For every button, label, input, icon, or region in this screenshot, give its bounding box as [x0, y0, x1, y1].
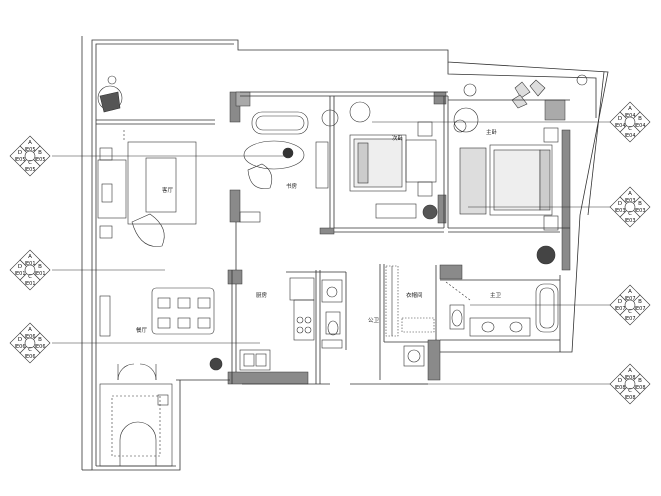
- marker-letter: D: [18, 264, 22, 270]
- marker-letter: A: [28, 327, 32, 333]
- exterior-walls: [81, 36, 609, 471]
- marker-code: IE05: [25, 147, 36, 153]
- public-bath-fixtures: [321, 279, 343, 349]
- marker-code: IE04: [625, 113, 636, 119]
- marker-code: IE08: [625, 375, 636, 381]
- marker-code: IE07: [635, 306, 646, 312]
- marker-center: [24, 264, 36, 276]
- marker-code: IE03: [635, 208, 646, 214]
- entry-stair: [99, 363, 173, 467]
- kitchen-fixtures: [239, 277, 315, 371]
- room-label-master-bedroom: 主卧: [486, 128, 498, 136]
- balcony-chairs: [97, 74, 588, 113]
- room-label-living: 客厅: [162, 186, 174, 194]
- marker-letter: B: [638, 201, 642, 207]
- marker-letter: B: [38, 264, 42, 270]
- marker-code: IE04: [635, 123, 646, 129]
- leader-lines: [52, 121, 610, 385]
- marker-letter: C: [628, 309, 632, 315]
- marker-letter: D: [18, 337, 22, 343]
- living-room-furniture: [97, 130, 197, 247]
- marker-code: IE07: [625, 316, 636, 322]
- marker-code: IE01: [35, 271, 46, 277]
- marker-code: IE01: [25, 261, 36, 267]
- marker-code: IE05: [15, 157, 26, 163]
- marker-letter: B: [38, 150, 42, 156]
- marker-code: IE07: [615, 306, 626, 312]
- marker-letter: C: [628, 388, 632, 394]
- marker-center: [624, 378, 636, 390]
- marker-code: IE06: [15, 344, 26, 350]
- marker-code: IE04: [625, 133, 636, 139]
- marker-letter: A: [628, 191, 632, 197]
- room-labels: 客厅 书房 次卧 主卧 厨房 餐厅 衣帽间 主卫 公卫: [136, 128, 502, 334]
- marker-center: [624, 299, 636, 311]
- marker-letter: A: [28, 254, 32, 260]
- room-label-kitchen: 厨房: [256, 291, 268, 299]
- marker-letter: C: [628, 126, 632, 132]
- marker-code: IE06: [35, 344, 46, 350]
- dining-furniture: [99, 287, 223, 371]
- marker-letter: D: [618, 299, 622, 305]
- reading-room-furniture: [239, 109, 339, 223]
- interior-walls: [96, 91, 570, 385]
- room-label-cloakroom: 衣帽间: [406, 291, 423, 299]
- marker-letter: D: [618, 201, 622, 207]
- room-label-master-bath: 主卫: [490, 291, 502, 299]
- structural-walls: [227, 91, 571, 385]
- marker-code: IE05: [35, 157, 46, 163]
- marker-code: IE08: [615, 385, 626, 391]
- marker-letter: B: [638, 378, 642, 384]
- marker-letter: A: [628, 106, 632, 112]
- marker-letter: B: [638, 116, 642, 122]
- marker-letter: A: [628, 368, 632, 374]
- marker-code: IE01: [15, 271, 26, 277]
- cloakroom-fixtures: [385, 265, 435, 367]
- marker-letter: C: [28, 160, 32, 166]
- marker-letter: A: [628, 289, 632, 295]
- marker-center: [624, 116, 636, 128]
- room-label-dining: 餐厅: [136, 326, 148, 334]
- marker-code: IE08: [635, 385, 646, 391]
- marker-code: IE08: [625, 395, 636, 401]
- marker-letter: C: [628, 211, 632, 217]
- marker-code: IE06: [25, 354, 36, 360]
- room-label-reading: 书房: [286, 182, 298, 190]
- marker-letter: C: [28, 347, 32, 353]
- marker-code: IE03: [615, 208, 626, 214]
- marker-letter: D: [618, 378, 622, 384]
- marker-letter: D: [618, 116, 622, 122]
- marker-center: [24, 150, 36, 162]
- master-bath-fixtures: [445, 281, 559, 337]
- marker-code: IE03: [625, 198, 636, 204]
- marker-letter: D: [18, 150, 22, 156]
- marker-code: IE03: [625, 218, 636, 224]
- marker-code: IE04: [615, 123, 626, 129]
- marker-center: [24, 337, 36, 349]
- marker-letter: B: [38, 337, 42, 343]
- marker-letter: C: [28, 274, 32, 280]
- room-label-public-bath: 公卫: [368, 317, 380, 324]
- room-label-second-bedroom: 次卧: [392, 134, 404, 142]
- master-bedroom-furniture: [453, 107, 559, 265]
- marker-center: [624, 201, 636, 213]
- marker-letter: B: [638, 299, 642, 305]
- second-bedroom-furniture: [349, 101, 438, 220]
- marker-letter: A: [28, 140, 32, 146]
- marker-code: IE05: [25, 167, 36, 173]
- marker-code: IE01: [25, 281, 36, 287]
- marker-code: IE06: [25, 334, 36, 340]
- marker-code: IE07: [625, 296, 636, 302]
